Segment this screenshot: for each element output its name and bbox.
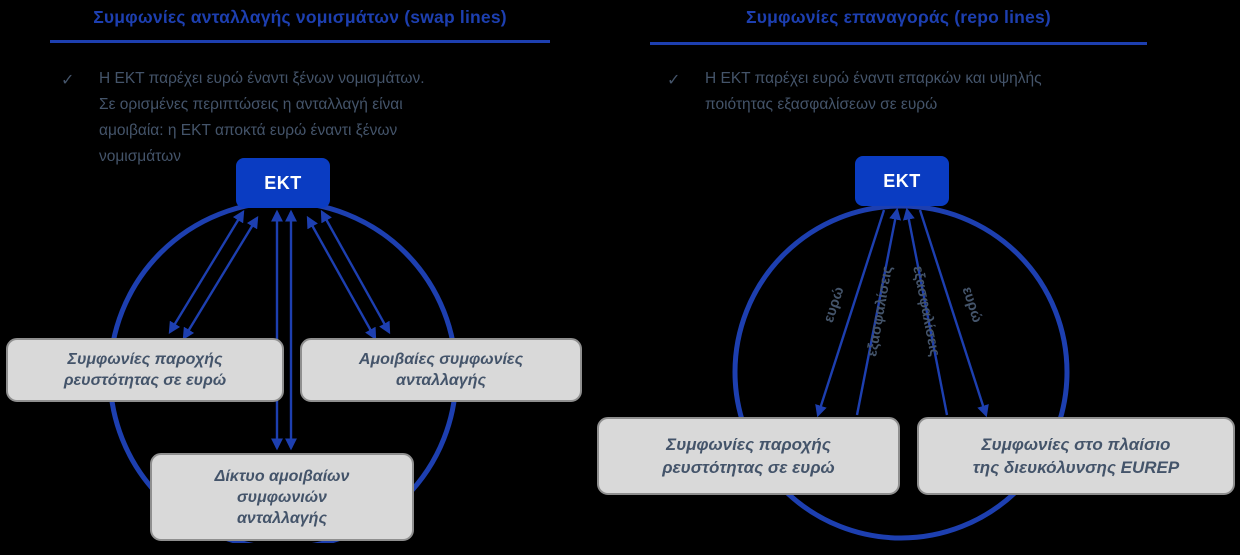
ekt-box-repo: ΕΚΤ: [855, 156, 949, 206]
swap-bullet-text: Η ΕΚΤ παρέχει ευρώ έναντι ξένων νομισμάτ…: [99, 70, 425, 165]
repo-lines-title: Συμφωνίες επαναγοράς (repo lines): [746, 7, 1051, 27]
swap-lines-title: Συμφωνίες ανταλλαγής νομισμάτων (swap li…: [93, 7, 507, 27]
flow-label-euro-left: ευρώ: [821, 285, 848, 325]
ekt-box-swap: ΕΚΤ: [236, 158, 330, 208]
checkmark-icon: ✓: [667, 72, 681, 89]
repo-arrow-collateral-left: [855, 207, 902, 416]
repo-network-circle: [732, 203, 1070, 541]
checkmark-icon: ✓: [61, 72, 75, 89]
repo-arrow-collateral-right: [902, 207, 949, 416]
swap-title-underline: [50, 40, 550, 43]
repo-title-underline: [650, 42, 1147, 45]
bottom-crop-strip: [0, 543, 1240, 555]
repo-arrow-euro-left: [815, 209, 886, 418]
repo-arrow-euro-right: [918, 209, 989, 418]
repo-bullet-text: Η ΕΚΤ παρέχει ευρώ έναντι επαρκών και υψ…: [705, 70, 1042, 113]
repo-arrows: [815, 207, 989, 418]
flow-label-collateral-left: εξασφαλίσεις: [864, 265, 896, 358]
swap-box-network: Δίκτυο αμοιβαίων συμφωνιών ανταλλαγής: [150, 453, 414, 541]
swap-box-euro-liquidity: Συμφωνίες παροχής ρευστότητας σε ευρώ: [6, 338, 284, 402]
swap-box-reciprocal: Αμοιβαίες συμφωνίες ανταλλαγής: [300, 338, 582, 402]
repo-box-euro-liquidity: Συμφωνίες παροχής ρευστότητας σε ευρώ: [597, 417, 900, 495]
flow-label-euro-right: ευρώ: [959, 285, 986, 325]
flow-label-collateral-right: εξασφαλίσεις: [909, 265, 942, 358]
repo-box-eurep: Συμφωνίες στο πλαίσιο της διευκόλυνσης E…: [917, 417, 1235, 495]
swap-arrow-left-b: [182, 215, 259, 341]
swap-arrow-right-b: [306, 215, 377, 341]
swap-arrows: [168, 209, 391, 451]
swap-arrow-left-a: [168, 209, 245, 335]
